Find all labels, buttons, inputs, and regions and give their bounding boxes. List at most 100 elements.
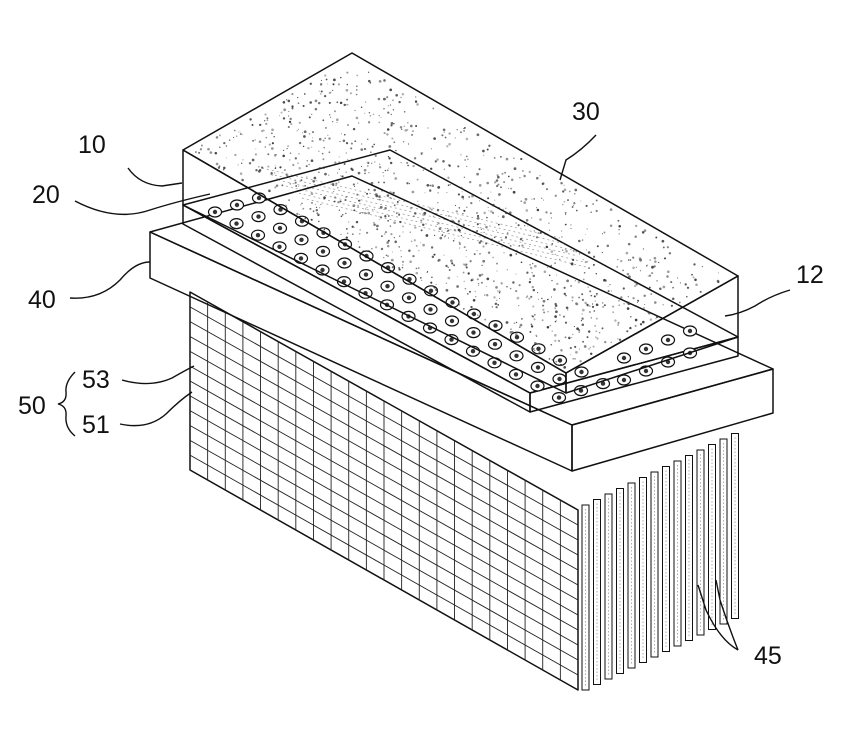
label-10: 10 [78, 131, 106, 159]
speckle-dot [438, 227, 442, 231]
speckle-dot [304, 217, 307, 220]
speckle-dot [328, 137, 331, 140]
speckle-dot [550, 343, 553, 346]
speckle-dot [464, 287, 467, 290]
speckle-dot [324, 126, 327, 129]
speckle-dot [495, 306, 498, 309]
speckle-dot [629, 326, 632, 330]
speckle-dot [384, 206, 387, 210]
speckle-dot [262, 129, 265, 132]
speckle-dot [575, 209, 578, 212]
speckle-dot [626, 301, 629, 304]
speckle-dot [431, 276, 433, 279]
speckle-dot [596, 245, 599, 248]
speckle-dot [617, 259, 619, 261]
speckle-dot [571, 206, 574, 208]
hole-center [363, 272, 369, 277]
speckle-dot [547, 299, 549, 301]
speckle-dot [634, 318, 638, 322]
speckle-dot [346, 103, 349, 106]
speckle-dot [447, 229, 450, 232]
speckle-dot [198, 151, 201, 154]
speckle-dot [520, 261, 523, 264]
speckle-dot [339, 76, 342, 79]
speckle-dot [536, 291, 539, 294]
speckle-dot [429, 207, 432, 210]
speckle-dot [570, 224, 572, 226]
speckle-dot [382, 97, 386, 101]
speckle-dot [386, 133, 389, 136]
speckle-dot [289, 159, 291, 161]
speckle-dot [326, 83, 329, 85]
speckle-dot [372, 113, 375, 116]
speckle-dot [363, 168, 367, 172]
speckle-dot [408, 249, 411, 252]
speckle-dot [454, 137, 456, 139]
speckle-dot [365, 208, 367, 210]
speckle-dot [505, 236, 507, 239]
speckle-dot [549, 324, 552, 327]
speckle-dot [350, 167, 353, 170]
speckle-dot [423, 211, 427, 215]
speckle-dot [332, 83, 335, 86]
speckle-dot [218, 134, 221, 137]
speckle-dot [406, 121, 409, 124]
speckle-dot [254, 139, 256, 141]
speckle-dot [402, 264, 404, 266]
speckle-dot [320, 203, 322, 206]
speckle-dot [655, 315, 659, 319]
speckle-dot [519, 326, 521, 328]
speckle-dot [340, 215, 343, 218]
speckle-dot [413, 157, 417, 160]
speckle-dot [218, 165, 221, 167]
speckle-dot [354, 226, 356, 228]
speckle-dot [535, 335, 538, 338]
speckle-dot [360, 106, 363, 109]
speckle-dot [360, 148, 364, 151]
speckle-dot [455, 210, 458, 213]
speckle-dot [482, 259, 486, 263]
speckle-dot [587, 251, 591, 254]
speckle-dot [300, 204, 302, 206]
speckle-dot [356, 74, 359, 77]
speckle-dot [435, 283, 437, 286]
speckle-dot [267, 165, 270, 168]
hole-center [234, 221, 239, 226]
texture-streak [269, 173, 567, 245]
speckle-dot [401, 93, 405, 96]
speckle-dot [602, 302, 604, 304]
speckle-dot [528, 297, 531, 300]
speckle-dot [651, 265, 654, 269]
speckle-dot [499, 297, 501, 299]
speckle-dot [368, 79, 371, 83]
speckle-dot [323, 94, 327, 98]
speckle-dot [508, 187, 510, 189]
speckle-dot [610, 341, 613, 344]
speckle-dot [457, 165, 460, 168]
speckle-dot [476, 250, 478, 252]
speckle-dot [265, 122, 268, 125]
speckle-dot [513, 322, 516, 325]
speckle-dot [559, 258, 561, 260]
speckle-dot [541, 319, 544, 322]
speckle-dot [282, 154, 285, 158]
speckle-dot [311, 113, 313, 115]
speckle-dot [457, 303, 460, 305]
speckle-dot [654, 301, 657, 304]
speckle-dot [222, 168, 225, 171]
speckle-dot [555, 360, 558, 363]
speckle-dot [367, 188, 370, 191]
speckle-dot [345, 236, 348, 239]
speckle-dot [616, 266, 619, 268]
speckle-dot [563, 184, 565, 186]
speckle-dot [607, 285, 609, 287]
speckle-dot [465, 266, 468, 269]
speckle-dot [531, 285, 534, 289]
speckle-dot [466, 263, 468, 265]
speckle-dot [649, 318, 653, 321]
speckle-dot [480, 227, 482, 229]
speckle-dot [528, 246, 530, 248]
speckle-dot [498, 292, 501, 294]
texture-streak [261, 167, 561, 239]
speckle-dot [417, 267, 420, 270]
